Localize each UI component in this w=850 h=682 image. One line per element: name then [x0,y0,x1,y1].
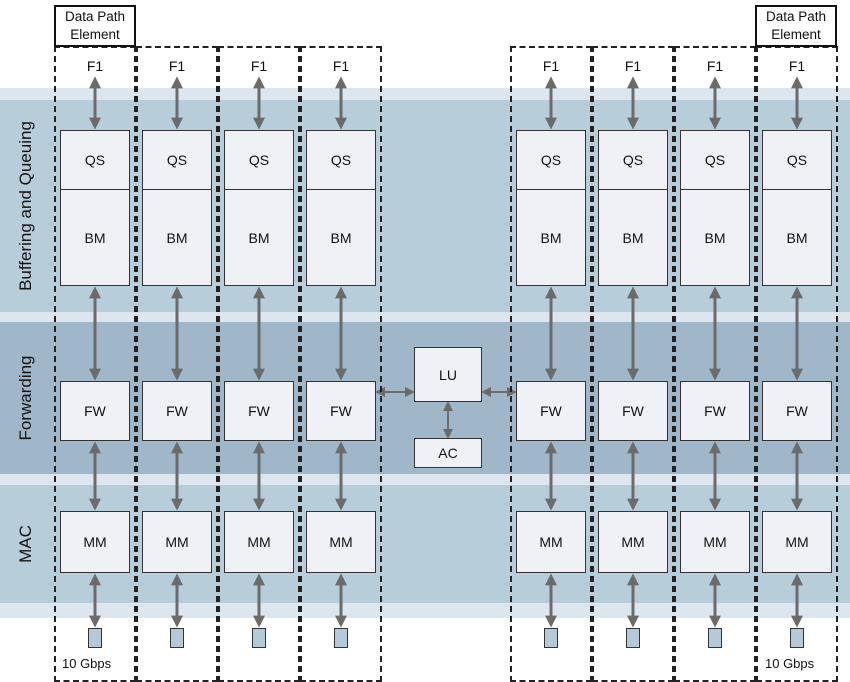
fw-box-5: FW [516,381,586,441]
port-icon-7 [708,628,722,648]
data-path-element-right: Data Path Element [755,5,837,47]
fw-box-1: FW [60,381,130,441]
bm-box-7: BM [680,189,750,286]
ac-box: AC [414,438,482,468]
qs-box-3: QS [224,130,294,190]
qs-box-1: QS [60,130,130,190]
lu-box: LU [414,347,482,402]
mm-box-3: MM [224,511,294,573]
data-path-element-left: Data Path Element [54,5,136,47]
fw-box-3: FW [224,381,294,441]
qs-box-8: QS [762,130,832,190]
qs-box-6: QS [598,130,668,190]
data-path-column-5 [510,46,592,682]
f1-label-6: F1 [624,58,642,74]
speed-label-right: 10 Gbps [765,656,815,671]
mm-box-5: MM [516,511,586,573]
mm-box-6: MM [598,511,668,573]
data-path-column-4 [300,46,382,682]
f1-label-1: F1 [86,58,104,74]
mm-box-7: MM [680,511,750,573]
f1-label-5: F1 [542,58,560,74]
f1-label-7: F1 [706,58,724,74]
port-icon-2 [170,628,184,648]
bm-box-1: BM [60,189,130,286]
data-path-column-8 [756,46,838,682]
fw-box-4: FW [306,381,376,441]
data-path-column-2 [136,46,218,682]
speed-label-left: 10 Gbps [62,656,112,671]
port-icon-4 [334,628,348,648]
mm-box-4: MM [306,511,376,573]
data-path-element-left-text: Data Path Element [64,9,126,42]
port-icon-8 [790,628,804,648]
qs-box-4: QS [306,130,376,190]
bm-box-5: BM [516,189,586,286]
bm-box-3: BM [224,189,294,286]
f1-label-4: F1 [332,58,350,74]
data-path-column-1 [54,46,136,682]
fw-box-6: FW [598,381,668,441]
data-path-element-right-text: Data Path Element [765,9,827,42]
fw-box-7: FW [680,381,750,441]
mm-box-8: MM [762,511,832,573]
fw-box-8: FW [762,381,832,441]
data-path-column-7 [674,46,756,682]
f1-label-8: F1 [788,58,806,74]
f1-label-2: F1 [168,58,186,74]
mm-box-2: MM [142,511,212,573]
fw-box-2: FW [142,381,212,441]
data-path-column-3 [218,46,300,682]
qs-box-7: QS [680,130,750,190]
bm-box-2: BM [142,189,212,286]
mm-box-1: MM [60,511,130,573]
qs-box-2: QS [142,130,212,190]
bm-box-6: BM [598,189,668,286]
f1-label-3: F1 [250,58,268,74]
port-icon-6 [626,628,640,648]
data-path-column-6 [592,46,674,682]
port-icon-5 [544,628,558,648]
bm-box-4: BM [306,189,376,286]
bm-box-8: BM [762,189,832,286]
port-icon-1 [88,628,102,648]
qs-box-5: QS [516,130,586,190]
port-icon-3 [252,628,266,648]
